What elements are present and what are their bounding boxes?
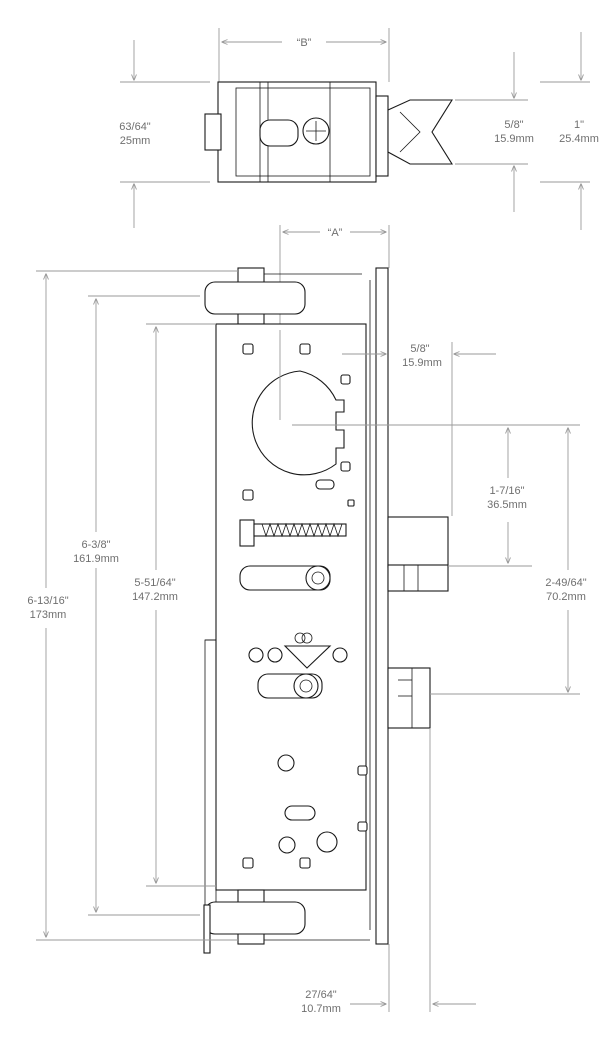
mid-screw-left xyxy=(248,647,264,663)
case-side-flange xyxy=(204,639,217,911)
handing-dial-left xyxy=(294,632,306,644)
overall-inch: 1" xyxy=(574,119,584,131)
top-view-faceplate xyxy=(375,95,389,177)
hub-bolt-inch: 1-7/16" xyxy=(489,485,524,497)
mid-screw-right xyxy=(332,647,348,663)
latch-mm: 15.9mm xyxy=(494,133,534,145)
top-height-mm: 25mm xyxy=(120,135,151,147)
top-mounting-pin xyxy=(204,281,306,315)
hub-bolt-mm: 36.5mm xyxy=(487,499,527,511)
lower-hole-3 xyxy=(242,857,254,869)
thickness-mm: 10.7mm xyxy=(301,1003,341,1015)
hub-latch-mm: 70.2mm xyxy=(546,591,586,603)
bottom-mounting-pin xyxy=(204,901,306,935)
top-view-screw-head xyxy=(204,113,222,151)
top-view-inner xyxy=(235,87,371,177)
lower-slot xyxy=(284,805,316,821)
case-height-mm: 147.2mm xyxy=(132,591,178,603)
faceplate xyxy=(375,267,389,945)
top-view-slot xyxy=(259,119,299,147)
gap-mm: 15.9mm xyxy=(402,357,442,369)
deadbolt-block xyxy=(387,516,449,568)
mount-spacing-mm: 161.9mm xyxy=(73,553,119,565)
top-view: “B” 63/64" 25mm 5/8" 15.9mm xyxy=(119,28,599,230)
case-slot-1 xyxy=(315,479,335,490)
latch-bevel xyxy=(399,111,421,153)
lower-hole-2 xyxy=(357,821,368,832)
case-hole-6 xyxy=(347,499,355,507)
case-hole-5 xyxy=(340,461,351,472)
overall-mm: 25.4mm xyxy=(559,133,599,145)
deadbolt-screw-inner xyxy=(311,571,325,585)
lower-hole-1 xyxy=(357,765,368,776)
front-view: “A” xyxy=(27,225,587,1015)
handing-indicator xyxy=(283,645,332,669)
hub xyxy=(251,370,345,476)
thickness-inch: 27/64" xyxy=(305,989,337,1001)
case-hole-4 xyxy=(242,489,254,501)
latch-screw-inner xyxy=(299,679,313,693)
gap-inch: 5/8" xyxy=(410,343,429,355)
latch-screw xyxy=(293,673,319,699)
case-height-inch: 5-51/64" xyxy=(134,577,175,589)
spring-coil xyxy=(261,522,343,538)
mid-screw-center-left xyxy=(267,647,283,663)
mount-spacing-inch: 6-3/8" xyxy=(82,539,111,551)
overall-height-mm: 173mm xyxy=(30,609,67,621)
deadbolt-screw xyxy=(305,565,331,591)
spring-post xyxy=(239,519,255,547)
latch-bolt xyxy=(387,667,431,729)
case-hole-2 xyxy=(299,343,311,355)
latch-inch: 5/8" xyxy=(504,119,523,131)
overall-height-inch: 6-13/16" xyxy=(27,595,68,607)
case-hole-3 xyxy=(340,374,351,385)
top-height-inch: 63/64" xyxy=(119,121,151,133)
handing-dial-right xyxy=(301,632,313,644)
b-label: “B” xyxy=(297,37,312,49)
case-hole-1 xyxy=(242,343,254,355)
lower-hole-4 xyxy=(299,857,311,869)
lower-round-hole xyxy=(316,831,338,853)
lower-screw-1 xyxy=(277,754,295,772)
hub-latch-inch: 2-49/64" xyxy=(545,577,586,589)
lower-screw-2 xyxy=(278,836,296,854)
bottom-screw-post xyxy=(203,904,211,954)
a-label: “A” xyxy=(328,227,343,239)
